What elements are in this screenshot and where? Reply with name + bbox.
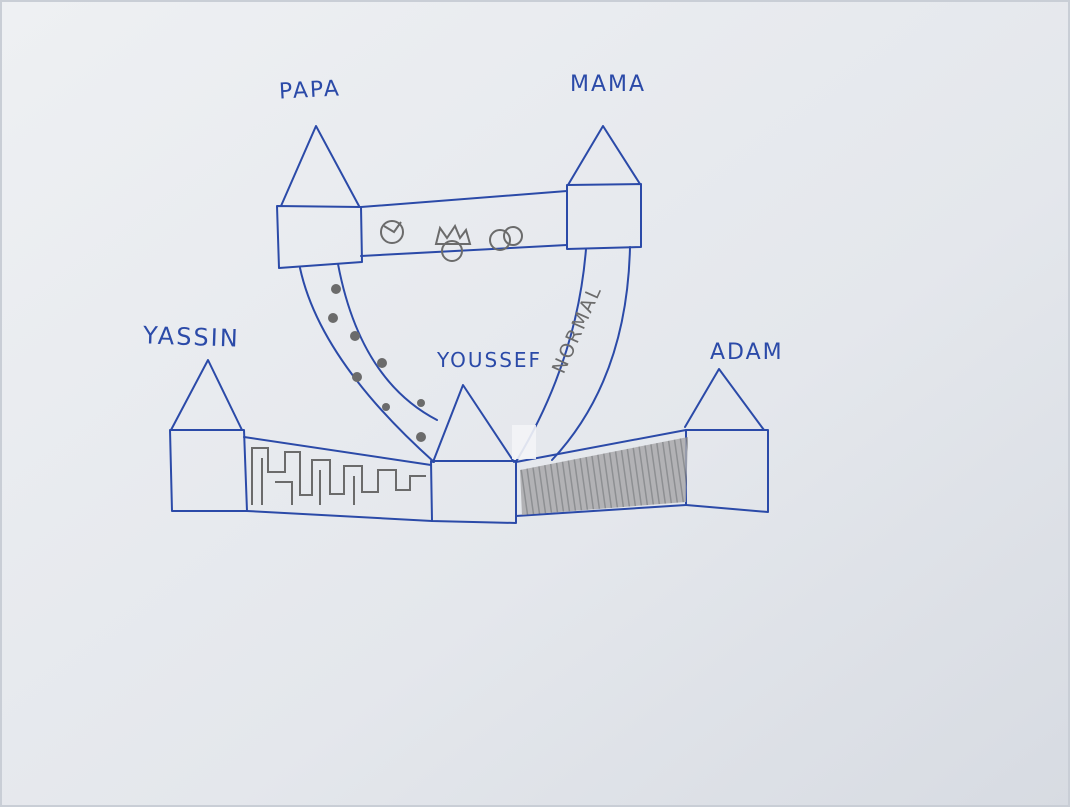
paper-scrap (512, 425, 536, 459)
label-papa: PAPA (278, 76, 341, 104)
label-yassin: YASSIN (143, 321, 241, 352)
label-mama: MAMA (570, 72, 646, 97)
arc-dot (377, 358, 387, 368)
arc-dot (352, 372, 362, 382)
arc-dot (382, 403, 390, 411)
label-youssef: YOUSSEF (437, 348, 542, 372)
arc-dot (328, 313, 338, 323)
arc-dot (350, 331, 360, 341)
arc-dot (417, 399, 425, 407)
label-adam: ADAM (710, 340, 784, 365)
arc-dot (331, 284, 341, 294)
arc-dot (416, 432, 426, 442)
